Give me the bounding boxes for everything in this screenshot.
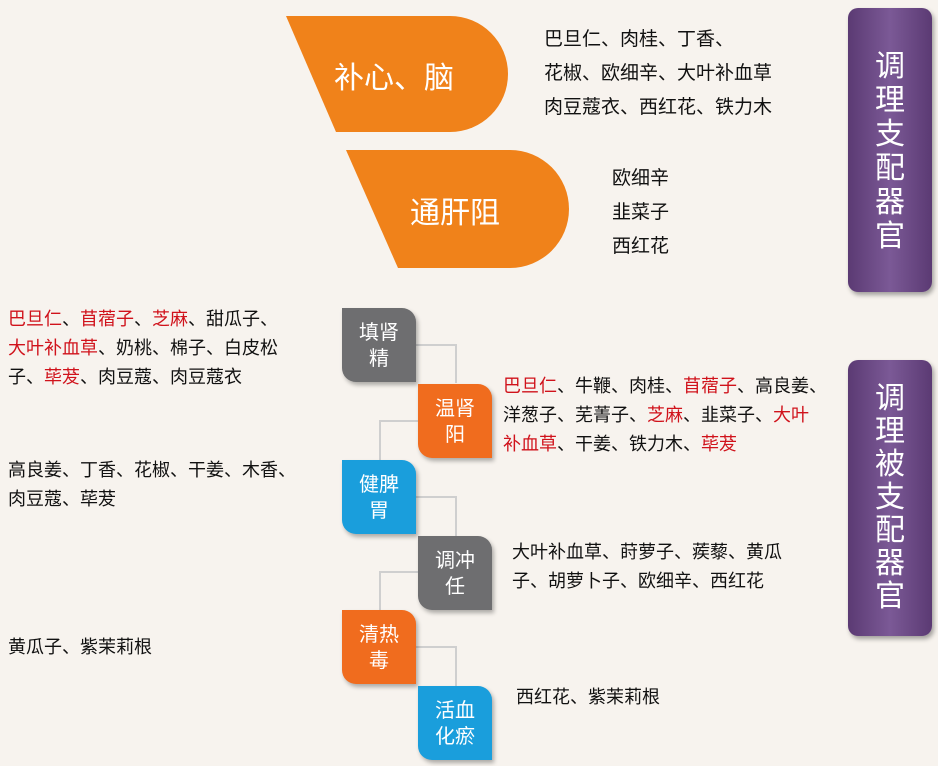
highlight-herb: 芝麻	[647, 405, 683, 426]
node-line: 任	[445, 574, 465, 598]
side-banner-control-organs: 调 理 支 配 器 官	[848, 8, 932, 292]
list-item: 韭菜子	[612, 201, 670, 223]
rich-line: 补血草、干姜、铁力木、荜茇	[503, 430, 843, 459]
bu-xin-nao-list: 巴旦仁、肉桂、丁香、 花椒、欧细辛、大叶补血草 肉豆蔻衣、西红花、铁力木	[544, 22, 772, 124]
shape-tong-gan-zu	[346, 150, 569, 268]
list-item: 花椒、欧细辛、大叶补血草	[544, 62, 773, 84]
text-segment: 子、	[8, 367, 44, 388]
tiao-chong-ren-herbs: 大叶补血草、莳萝子、蒺藜、黄瓜 子、胡萝卜子、欧细辛、西红花	[512, 538, 842, 596]
text-segment: 、干姜、铁力木、	[557, 434, 701, 455]
side-banner-char: 被	[875, 447, 905, 482]
text-line: 高良姜、丁香、花椒、干姜、木香、	[8, 460, 296, 481]
node-line: 填肾	[359, 320, 399, 344]
highlight-herb: 巴旦仁	[503, 376, 557, 397]
highlight-herb: 荜茇	[44, 367, 80, 388]
highlight-herb: 大叶补血草	[8, 338, 98, 359]
node-wen-shen-yang: 温肾 阳	[418, 384, 492, 458]
text-segment: 、	[134, 309, 152, 330]
text-segment: 洋葱子、芜菁子、	[503, 405, 647, 426]
text-line: 子、胡萝卜子、欧细辛、西红花	[512, 571, 764, 592]
side-banner-char: 配	[875, 513, 905, 548]
text-line: 黄瓜子、紫茉莉根	[8, 637, 152, 658]
node-tian-shen-jing: 填肾 精	[342, 308, 416, 382]
list-item: 肉豆蔻衣、西红花、铁力木	[544, 96, 773, 118]
highlight-herb: 大叶	[773, 405, 809, 426]
side-banner-char: 调	[875, 381, 905, 416]
node-line: 化瘀	[435, 724, 475, 748]
rich-line: 洋葱子、芜菁子、芝麻、韭菜子、大叶	[503, 401, 843, 430]
side-banner-char: 器	[875, 546, 905, 581]
node-line: 毒	[369, 648, 389, 672]
side-banner-char: 配	[875, 151, 905, 186]
text-segment: 、牛鞭、肉桂、	[557, 376, 683, 397]
node-qing-re-du: 清热 毒	[342, 610, 416, 684]
highlight-herb: 巴旦仁	[8, 309, 62, 330]
node-huo-xue-hua-yu: 活血 化瘀	[418, 686, 492, 760]
rich-line: 巴旦仁、苜蓿子、芝麻、甜瓜子、	[8, 305, 338, 334]
side-banner-char: 支	[875, 480, 905, 515]
node-tiao-chong-ren: 调冲 任	[418, 536, 492, 610]
node-line: 阳	[445, 422, 465, 446]
rich-line: 大叶补血草、奶桃、棉子、白皮松	[8, 334, 338, 363]
text-segment: 、	[62, 309, 80, 330]
node-line: 精	[369, 346, 389, 370]
list-item: 巴旦仁、肉桂、丁香、	[544, 28, 735, 50]
text-segment: 、高良姜、	[737, 376, 827, 397]
shape-bu-xin-nao	[286, 16, 508, 132]
text-segment: 、韭菜子、	[683, 405, 773, 426]
side-banner-controlled-organs: 调 理 被 支 配 器 官	[848, 360, 932, 636]
text-segment: 、奶桃、棉子、白皮松	[98, 338, 278, 359]
tong-gan-zu-list: 欧细辛 韭菜子 西红花	[612, 161, 669, 263]
list-item: 西红花	[612, 235, 670, 257]
side-banner-char: 器	[875, 185, 905, 220]
text-line: 西红花、紫茉莉根	[516, 687, 660, 708]
list-item: 欧细辛	[612, 167, 670, 189]
node-line: 温肾	[435, 396, 475, 420]
side-banner-char: 理	[875, 414, 905, 449]
highlight-herb: 苜蓿子	[683, 376, 737, 397]
text-line: 肉豆蔻、荜茇	[8, 489, 116, 510]
tian-shen-jing-herbs: 巴旦仁、苜蓿子、芝麻、甜瓜子、 大叶补血草、奶桃、棉子、白皮松 子、荜茇、肉豆蔻…	[8, 305, 338, 392]
side-banner-char: 官	[875, 579, 905, 614]
wen-shen-yang-herbs: 巴旦仁、牛鞭、肉桂、苜蓿子、高良姜、 洋葱子、芜菁子、芝麻、韭菜子、大叶 补血草…	[503, 372, 843, 459]
node-line: 清热	[359, 622, 399, 646]
rich-line: 巴旦仁、牛鞭、肉桂、苜蓿子、高良姜、	[503, 372, 843, 401]
highlight-herb: 苜蓿子	[80, 309, 134, 330]
node-line: 健脾	[359, 472, 399, 496]
highlight-herb: 芝麻	[152, 309, 188, 330]
text-line: 大叶补血草、莳萝子、蒺藜、黄瓜	[512, 542, 782, 563]
text-segment: 、甜瓜子、	[188, 309, 278, 330]
rich-line: 子、荜茇、肉豆蔻、肉豆蔻衣	[8, 363, 338, 392]
side-banner-char: 理	[875, 83, 905, 118]
node-line: 胃	[369, 498, 389, 522]
highlight-herb: 补血草	[503, 434, 557, 455]
shape-bu-xin-nao-label: 补心、脑	[334, 61, 454, 96]
node-jian-pi-wei: 健脾 胃	[342, 460, 416, 534]
jian-pi-wei-herbs: 高良姜、丁香、花椒、干姜、木香、 肉豆蔻、荜茇	[8, 456, 338, 514]
highlight-herb: 荜茇	[701, 434, 737, 455]
side-banner-char: 官	[875, 219, 905, 254]
huo-xue-hua-yu-herbs: 西红花、紫茉莉根	[516, 683, 816, 712]
text-segment: 、肉豆蔻、肉豆蔻衣	[80, 367, 242, 388]
side-banner-char: 支	[875, 117, 905, 152]
shape-tong-gan-zu-label: 通肝阻	[410, 196, 500, 231]
qing-re-du-herbs: 黄瓜子、紫茉莉根	[8, 633, 328, 662]
node-line: 调冲	[435, 548, 475, 572]
side-banner-char: 调	[875, 49, 905, 84]
node-line: 活血	[435, 698, 475, 722]
